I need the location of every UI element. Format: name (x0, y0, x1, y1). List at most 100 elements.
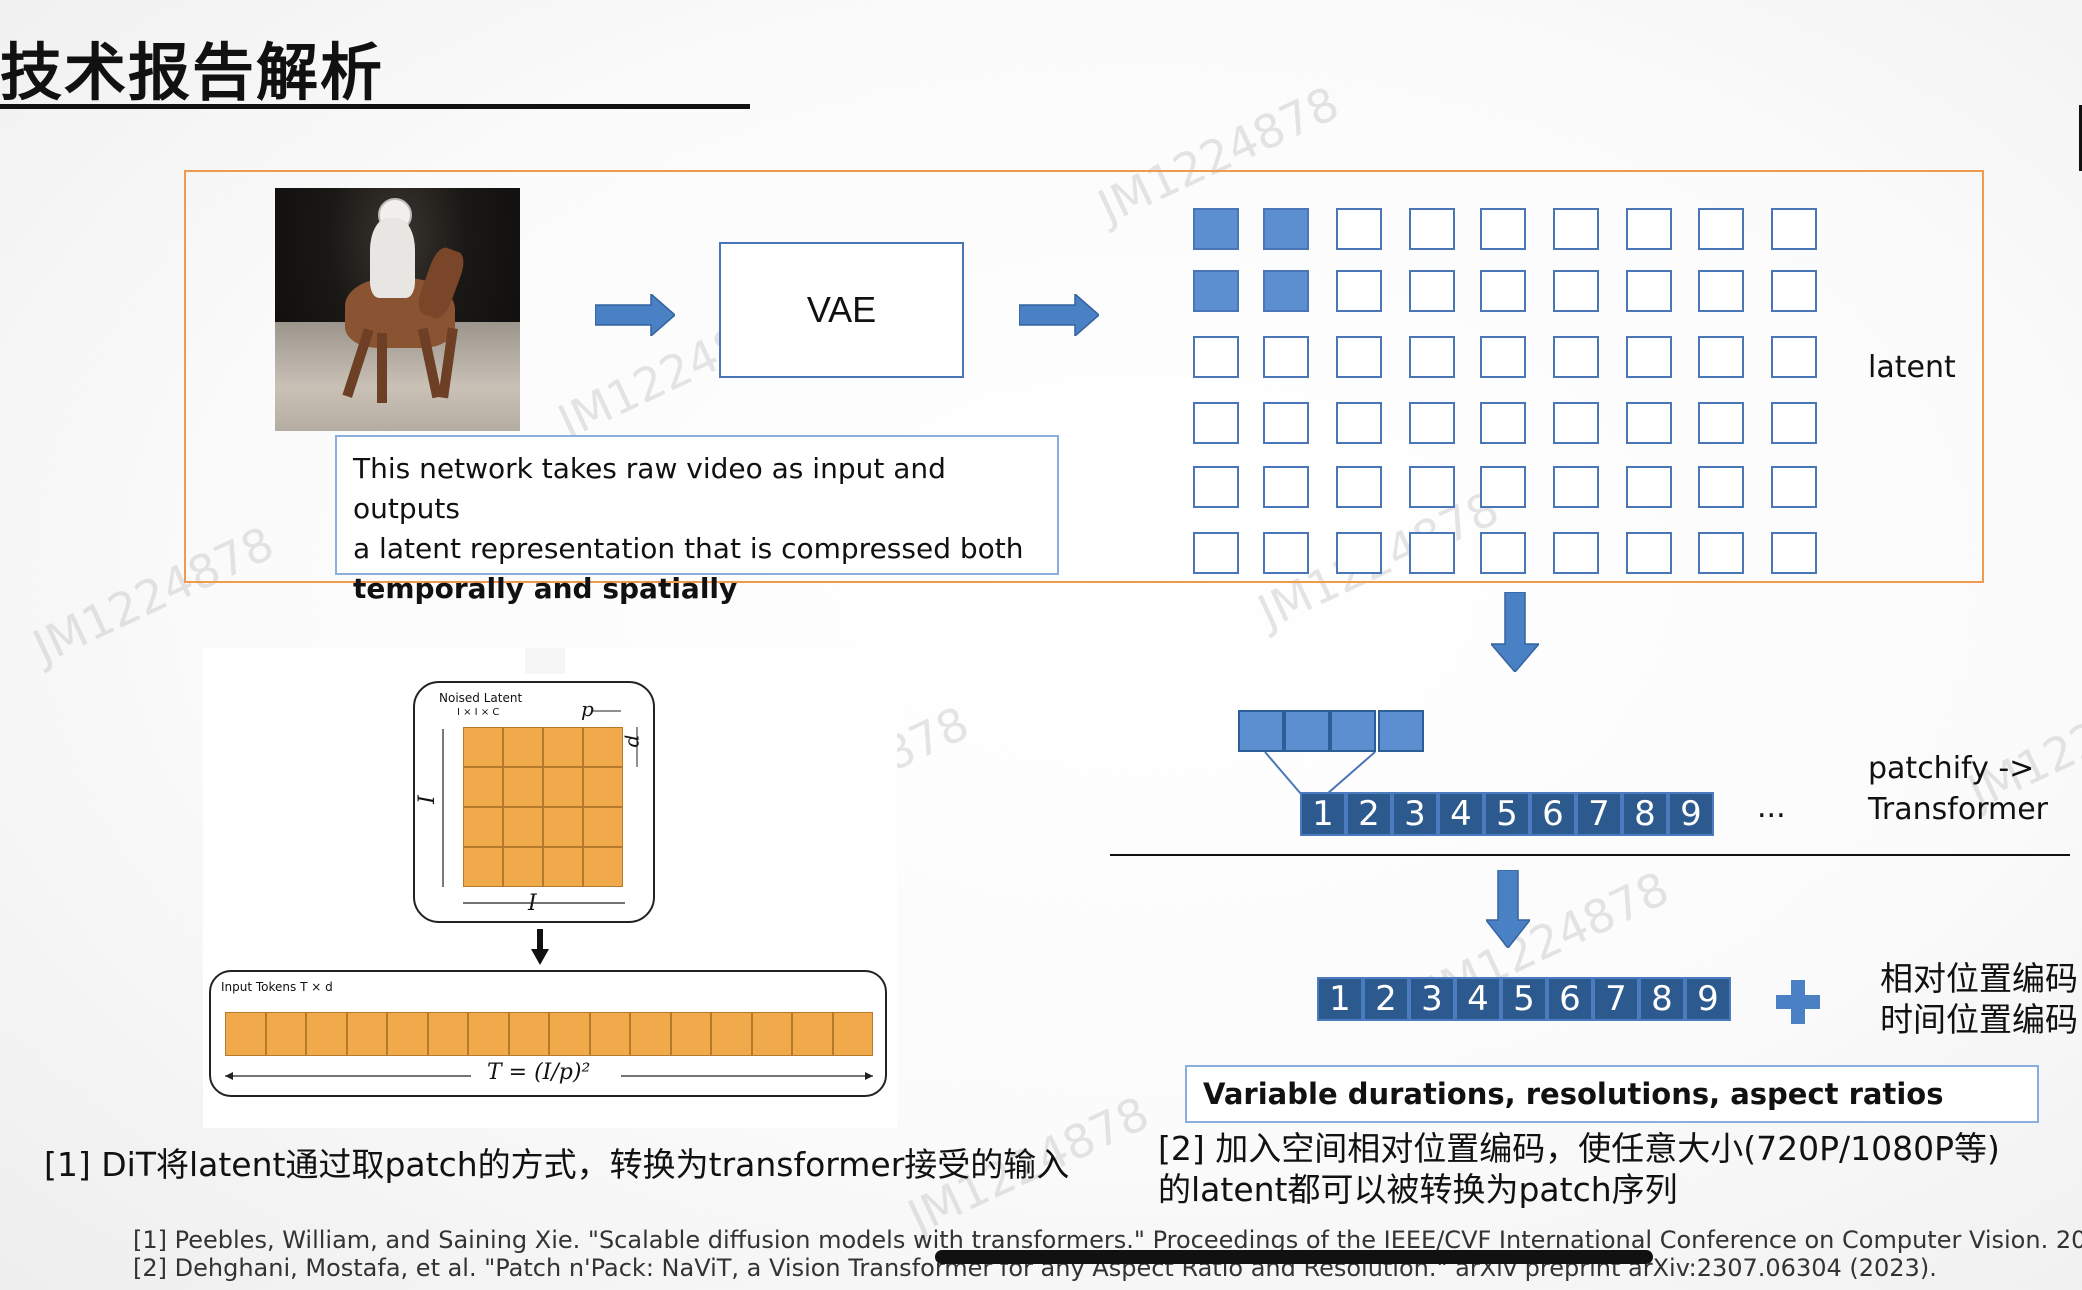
latent-cell (1263, 466, 1309, 508)
input-token (549, 1012, 590, 1056)
patchify-label: patchify -> Transformer (1868, 748, 2048, 830)
patchify-label-line1: patchify -> (1868, 751, 2035, 786)
input-token (346, 1012, 387, 1056)
latent-cell (1553, 402, 1599, 444)
vae-pipeline-frame (184, 170, 1984, 583)
latent-cell (1480, 208, 1526, 250)
latent-cell (1626, 336, 1672, 378)
latent-cell (1553, 466, 1599, 508)
latent-cell (1263, 270, 1309, 312)
encoded-token: 4 (1455, 977, 1501, 1021)
noised-latent-patch (463, 847, 503, 887)
encoded-token: 1 (1317, 977, 1363, 1021)
noised-latent-patch (543, 727, 583, 767)
input-token (508, 1012, 549, 1056)
noised-latent-patch (503, 807, 543, 847)
latent-cell (1553, 532, 1599, 574)
noised-latent-patch (543, 767, 583, 807)
patch-token: 7 (1576, 792, 1622, 836)
latent-cell (1193, 532, 1239, 574)
patch-token: 5 (1484, 792, 1530, 836)
latent-cell (1336, 532, 1382, 574)
latent-cell (1771, 208, 1817, 250)
latent-cell (1336, 270, 1382, 312)
latent-cell (1480, 336, 1526, 378)
input-token (225, 1012, 266, 1056)
variable-durations-text: Variable durations, resolutions, aspect … (1203, 1077, 1944, 1111)
latent-cell (1626, 532, 1672, 574)
latent-cell (1626, 270, 1672, 312)
latent-label: latent (1868, 350, 1956, 385)
noised-latent-label: Noised Latent (439, 691, 523, 705)
vae-description-line1: This network takes raw video as input an… (353, 452, 946, 525)
noised-latent-patch (503, 727, 543, 767)
noised-latent-patch (463, 767, 503, 807)
input-token (306, 1012, 347, 1056)
latent-cell (1263, 336, 1309, 378)
latent-cell (1771, 532, 1817, 574)
latent-cell (1409, 336, 1455, 378)
latent-cell (1336, 466, 1382, 508)
edge-marker (2079, 105, 2082, 171)
input-tokens-label: Input Tokens T × d (221, 980, 333, 994)
caption-navit-line1: [2] 加入空间相对位置编码，使任意大小(720P/1080P等) (1158, 1129, 2000, 1168)
latent-cell (1480, 466, 1526, 508)
p-label: p (581, 697, 594, 721)
position-encoding-labels: 相对位置编码 时间位置编码 (1880, 958, 2078, 1040)
vae-description-emphasis: temporally and spatially (353, 572, 738, 605)
latent-cell (1409, 270, 1455, 312)
patch-token: 1 (1300, 792, 1346, 836)
vae-block: VAE (719, 242, 964, 378)
input-tokens-block: Input Tokens T × d T = (I/p)² (209, 970, 887, 1097)
vae-description-line2: a latent representation that is compress… (353, 532, 1024, 565)
arrow-down-icon (531, 929, 549, 965)
patchify-label-line2: Transformer (1868, 792, 2049, 827)
noised-latent-patch (463, 727, 503, 767)
noised-latent-patch (543, 847, 583, 887)
latent-cell (1698, 208, 1744, 250)
input-token (589, 1012, 630, 1056)
latent-cell (1263, 402, 1309, 444)
latent-cell (1193, 270, 1239, 312)
latent-cell (1771, 402, 1817, 444)
patch-token: 3 (1392, 792, 1438, 836)
caption-navit-line2: 的latent都可以被转换为patch序列 (1158, 1170, 1678, 1209)
latent-cell (1193, 402, 1239, 444)
patch-token: 8 (1622, 792, 1668, 836)
latent-cell (1626, 402, 1672, 444)
latent-cell (1480, 532, 1526, 574)
latent-cell (1698, 532, 1744, 574)
astronaut-horse-image (275, 188, 520, 431)
input-token (711, 1012, 752, 1056)
encoded-token: 8 (1639, 977, 1685, 1021)
noised-latent-patch (583, 807, 623, 847)
patch-connector (1264, 752, 1376, 795)
relative-position-encoding-label: 相对位置编码 (1880, 959, 2078, 998)
sequence-ellipsis: ... (1757, 790, 1786, 825)
latent-cell (1553, 270, 1599, 312)
t-formula: T = (I/p)² (487, 1060, 591, 1085)
noised-latent-patch (503, 847, 543, 887)
latent-cell (1336, 336, 1382, 378)
latent-cell (1336, 402, 1382, 444)
noised-latent-dims: I × I × C (457, 707, 500, 718)
noised-latent-block: Noised Latent I × I × C p p I I (413, 681, 655, 923)
title-underline (0, 104, 750, 109)
input-token (265, 1012, 306, 1056)
temporal-position-encoding-label: 时间位置编码 (1880, 1000, 2078, 1039)
patch-token: 4 (1438, 792, 1484, 836)
latent-cell (1771, 336, 1817, 378)
noised-latent-patch (583, 727, 623, 767)
noised-latent-patch (463, 807, 503, 847)
plus-icon (1776, 980, 1820, 1024)
latent-cell (1409, 532, 1455, 574)
vae-description: This network takes raw video as input an… (335, 435, 1059, 605)
variable-durations-box: Variable durations, resolutions, aspect … (1185, 1065, 2039, 1123)
horizontal-scrollbar[interactable] (935, 1250, 1653, 1264)
noised-latent-patch (503, 767, 543, 807)
latent-cell (1409, 466, 1455, 508)
latent-cell (1409, 208, 1455, 250)
latent-cell (1698, 336, 1744, 378)
